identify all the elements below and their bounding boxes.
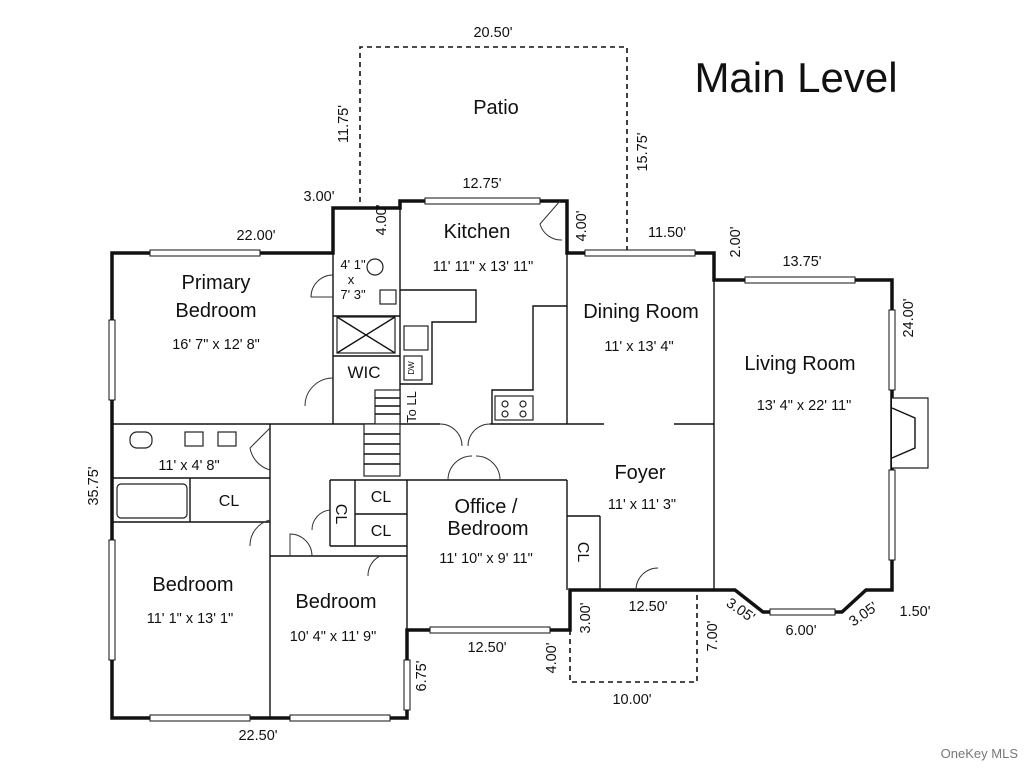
wic-label: WIC: [347, 363, 380, 382]
living-room-size: 13' 4" x 22' 11": [757, 398, 852, 414]
fixtures: [116, 258, 929, 519]
watermark: OneKey MLS: [941, 746, 1019, 761]
dim-bay-mid: 6.00': [786, 623, 817, 639]
closet-lower-label: CL: [371, 523, 392, 540]
dim-porch-top: 12.50': [628, 599, 667, 615]
foyer-size: 11' x 11' 3": [608, 497, 676, 513]
windows: [108, 197, 896, 722]
dining-room-label: Dining Room: [583, 301, 699, 323]
dishwasher-label: DW: [407, 361, 416, 375]
primary-bath-size-1: 4' 1": [340, 257, 366, 272]
dim-bottom-left: 22.50': [238, 728, 277, 744]
dim-step-2: 2.00': [728, 226, 744, 257]
patio-outline: [359, 46, 628, 253]
exterior-walls: [110, 199, 894, 720]
dim-left-side: 35.75': [86, 466, 102, 505]
office-label-1: Office /: [455, 496, 518, 518]
hall-bath-size: 11' x 4' 8": [158, 458, 219, 474]
office-label-2: Bedroom: [447, 518, 528, 540]
dim-step-4b: 4.00': [574, 210, 590, 241]
dining-room-size: 11' x 13' 4": [604, 339, 673, 355]
dim-porch-top-left: 3.00': [578, 602, 594, 633]
kitchen-size: 11' 11" x 13' 11": [433, 259, 533, 275]
closet-hall-label: CL: [219, 493, 240, 510]
closet-upper-label: CL: [371, 489, 392, 506]
closet-vertical-label: CL: [332, 504, 349, 525]
dim-porch-bottom: 10.00': [612, 692, 651, 708]
dim-porch-left: 4.00': [544, 642, 560, 673]
plan-title: Main Level: [694, 54, 897, 101]
patio-label: Patio: [473, 97, 519, 119]
primary-bath-size-2: x: [348, 272, 355, 287]
dim-step-3: 3.00': [304, 189, 335, 205]
interior-walls: [112, 208, 715, 718]
office-size: 11' 10" x 9' 11": [439, 551, 533, 567]
closet-foyer-label: CL: [574, 542, 591, 563]
bedroom-middle-label: Bedroom: [295, 591, 376, 613]
dim-patio-left: 11.75': [336, 105, 352, 143]
dim-bottom-step: 6.75': [414, 660, 430, 691]
bedroom-left-size: 11' 1" x 13' 1": [147, 611, 234, 627]
dim-office-bottom: 12.50': [467, 640, 506, 656]
stairs-to-lower-label: To LL: [404, 391, 419, 423]
front-porch-outline: [569, 590, 698, 683]
dim-bay-left: 3.05': [723, 595, 758, 626]
living-room-label: Living Room: [744, 353, 855, 375]
kitchen-label: Kitchen: [444, 221, 511, 243]
primary-bedroom-label-2: Bedroom: [175, 300, 256, 322]
primary-bedroom-size: 16' 7" x 12' 8": [172, 337, 260, 353]
dim-bay-step: 1.50': [900, 604, 931, 620]
dim-patio-right: 15.75': [635, 132, 651, 171]
dim-living-top: 13.75': [782, 254, 821, 270]
dim-primary-top: 22.00': [236, 228, 275, 244]
primary-bedroom-label-1: Primary: [182, 272, 251, 294]
bedroom-left-label: Bedroom: [152, 574, 233, 596]
dim-kitchen-top: 12.75': [462, 176, 501, 192]
foyer-label: Foyer: [614, 462, 665, 484]
dim-living-right: 24.00': [901, 298, 917, 337]
doors: [249, 200, 659, 591]
dim-patio-top: 20.50': [473, 25, 512, 41]
dim-porch-right: 7.00': [705, 620, 721, 651]
primary-bath-size-3: 7' 3": [340, 287, 366, 302]
dim-dining-top: 11.50': [648, 225, 686, 241]
dim-step-4a: 4.00': [374, 204, 390, 235]
bedroom-middle-size: 10' 4" x 11' 9": [290, 629, 377, 645]
